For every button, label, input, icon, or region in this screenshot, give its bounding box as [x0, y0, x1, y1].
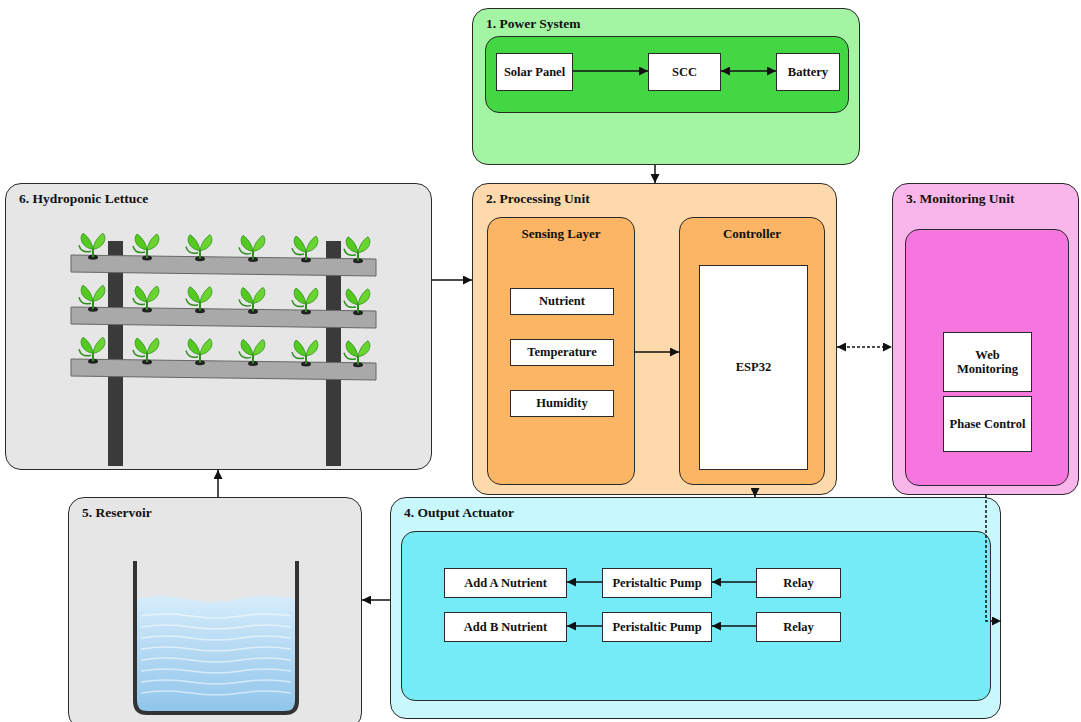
lettuce-plant	[133, 234, 159, 261]
water	[135, 596, 297, 713]
arrow-connector	[712, 581, 756, 583]
group-title: 3. Monitoring Unit	[906, 191, 1065, 207]
pump-box: Peristaltic Pump	[602, 568, 712, 598]
arrow-connector	[712, 625, 756, 627]
reservoir-group: 5. Reservoir	[68, 497, 362, 722]
controller-box: ESP32	[699, 265, 808, 470]
arrow-connector	[567, 581, 602, 583]
box-label: Phase Control	[950, 417, 1026, 431]
illustration	[6, 184, 433, 471]
grow-channel	[71, 359, 376, 380]
lettuce-plant	[344, 237, 370, 264]
illustration	[69, 498, 363, 722]
box-label: Relay	[783, 620, 814, 634]
lettuce-plant	[186, 339, 212, 366]
grow-channel	[71, 307, 376, 328]
lettuce-plant	[133, 286, 159, 313]
lettuce-plant	[79, 337, 105, 364]
box-label: Temperature	[527, 345, 596, 359]
reservoir-tank	[135, 561, 297, 713]
box-label: Peristaltic Pump	[612, 576, 701, 590]
dashed-connector	[837, 346, 892, 348]
function-box: Web Monitoring	[943, 332, 1032, 392]
box-label: ESP32	[736, 360, 771, 374]
function-box: Phase Control	[943, 396, 1032, 452]
lettuce-plant	[133, 338, 159, 365]
controller-group: ControllerESP32	[679, 217, 825, 485]
shelf-post	[108, 241, 123, 466]
lettuce-plant	[79, 233, 105, 259]
box-label: Humidity	[536, 396, 587, 410]
group-title: 2. Processing Unit	[486, 191, 823, 207]
box-label: Solar Panel	[504, 65, 565, 79]
arrow-connector	[654, 165, 656, 183]
water-ripple	[141, 691, 291, 695]
monitoring-group: 3. Monitoring UnitWeb MonitoringPhase Co…	[892, 183, 1079, 495]
dashed-connector	[986, 495, 1001, 621]
box-label: SCC	[672, 65, 697, 79]
action-box: Add A Nutrient	[444, 568, 567, 598]
lettuce-plant	[186, 287, 212, 314]
plant-group: 6. Hydroponic Lettuce	[5, 183, 432, 470]
lettuce-plant	[186, 235, 212, 262]
arrow-connector	[567, 625, 602, 627]
arrow-connector	[217, 470, 219, 497]
water-ripple	[141, 658, 291, 662]
arrow-connector	[721, 70, 776, 72]
action-box: Add B Nutrient	[444, 612, 567, 642]
lettuce-plant	[292, 236, 318, 263]
lettuce-plant	[344, 289, 370, 316]
sensor-box: Humidity	[510, 390, 614, 417]
arrow-connector	[362, 599, 390, 601]
component-box: SCC	[648, 53, 721, 91]
power-system-group: 1. Power SystemSolar Panel SCC Battery	[472, 8, 860, 165]
box-label: Peristaltic Pump	[612, 620, 701, 634]
water-ripple	[141, 680, 291, 684]
relay-box: Relay	[756, 612, 841, 642]
lettuce-plant	[344, 341, 370, 368]
lettuce-plant	[79, 285, 105, 312]
water-ripple	[141, 625, 291, 629]
water-ripple	[141, 669, 291, 673]
lettuce-plant	[239, 287, 265, 314]
box-label: Add A Nutrient	[464, 576, 547, 590]
arrow-connector	[432, 279, 472, 281]
arrow-connector	[754, 495, 756, 497]
pump-box: Peristaltic Pump	[602, 612, 712, 642]
relay-box: Relay	[756, 568, 841, 598]
group-title: 6. Hydroponic Lettuce	[19, 191, 418, 207]
group-title: Controller	[680, 227, 824, 242]
component-box: Solar Panel	[496, 53, 573, 91]
sensing-layer: Sensing LayerNutrientTemperatureHumidity	[487, 217, 635, 485]
group-title: 4. Output Actuator	[404, 505, 987, 521]
box-label: Add B Nutrient	[464, 620, 547, 634]
lettuce-plant	[292, 340, 318, 367]
group-title: 1. Power System	[486, 16, 846, 32]
sensor-box: Nutrient	[510, 288, 614, 315]
processing-group: 2. Processing UnitSensing LayerNutrientT…	[472, 183, 837, 495]
group-title: Sensing Layer	[488, 227, 634, 242]
lettuce-plant	[239, 235, 265, 261]
water-ripple	[141, 614, 291, 618]
sensor-box: Temperature	[510, 339, 614, 366]
actuator-group: 4. Output ActuatorAdd A NutrientPeristal…	[390, 497, 1001, 719]
lettuce-plant	[292, 288, 318, 315]
lettuce-plant	[239, 339, 265, 366]
box-label: Battery	[788, 65, 828, 79]
box-label: Web Monitoring	[947, 348, 1028, 377]
arrow-connector	[635, 351, 679, 353]
box-label: Relay	[783, 576, 814, 590]
water-ripple	[141, 647, 291, 651]
water-ripple	[141, 636, 291, 640]
box-label: Nutrient	[539, 294, 585, 308]
arrow-connector	[573, 70, 648, 72]
group-title: 5. Reservoir	[82, 505, 348, 521]
grow-channel	[71, 255, 376, 276]
component-box: Battery	[776, 53, 840, 91]
